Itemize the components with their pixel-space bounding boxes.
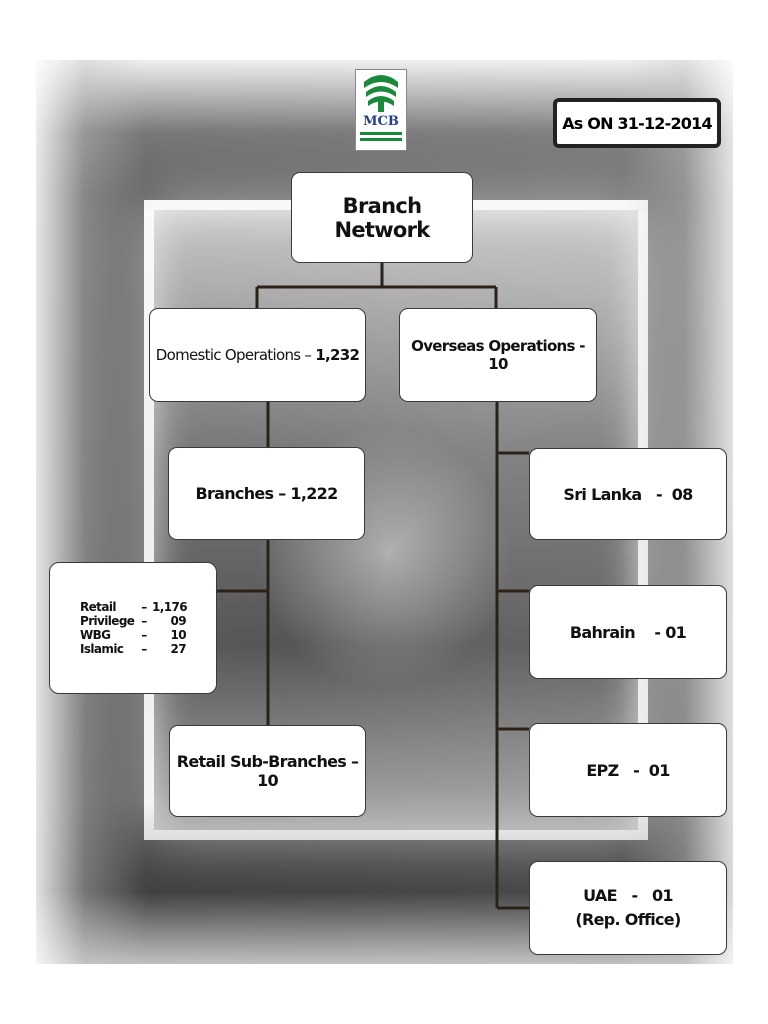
domestic-operations-label: Domestic Operations – [155, 346, 316, 364]
uae-label: UAE - 01 [583, 886, 673, 905]
logo-rule [360, 132, 402, 135]
breakdown-name: Privilege [80, 614, 135, 628]
uae-box: UAE - 01 (Rep. Office) [529, 861, 727, 955]
breakdown-value: 10 [170, 628, 187, 642]
domestic-operations-value: 1,232 [315, 346, 360, 364]
retail-sub-branches-box: Retail Sub-Branches – 10 [169, 725, 366, 817]
mcb-emblem-icon [364, 75, 398, 112]
uae-sublabel: (Rep. Office) [575, 910, 681, 929]
breakdown-value: 1,176 [152, 600, 188, 614]
breakdown-value: 09 [170, 614, 187, 628]
breakdown-name: Islamic [80, 642, 124, 656]
epz-label: EPZ - 01 [586, 760, 670, 780]
branches-box: Branches – 1,222 [168, 447, 365, 540]
breakdown-dash: – [141, 642, 147, 656]
domestic-operations-text: Domestic Operations – 1,232 [156, 346, 360, 364]
domestic-operations-box: Domestic Operations – 1,232 [149, 308, 366, 402]
breakdown-dash: – [141, 628, 147, 642]
breakdown-dash: – [141, 600, 147, 614]
date-label-box: As ON 31-12-2014 [553, 98, 721, 148]
breakdown-dash: – [141, 614, 147, 628]
bahrain-label: Bahrain - 01 [569, 622, 687, 642]
breakdown-name: Retail [80, 600, 116, 614]
mcb-logo-text: MCB [363, 114, 399, 129]
overseas-operations-box: Overseas Operations - 10 [399, 308, 597, 402]
retail-sub-branches-label: Retail Sub-Branches – 10 [176, 752, 359, 790]
bahrain-box: Bahrain - 01 [529, 585, 727, 679]
root-node-box: Branch Network [291, 172, 473, 263]
sri-lanka-box: Sri Lanka - 08 [529, 448, 727, 540]
branches-label: Branches – 1,222 [195, 484, 338, 503]
date-label: As ON 31-12-2014 [562, 113, 712, 133]
sri-lanka-label: Sri Lanka - 08 [563, 484, 693, 504]
logo-rule-2 [360, 138, 402, 141]
overseas-operations-label: Overseas Operations - 10 [411, 337, 585, 373]
mcb-logo: MCB [355, 69, 407, 151]
root-node-label: Branch Network [334, 193, 430, 242]
epz-box: EPZ - 01 [529, 723, 727, 817]
breakdown-value: 27 [170, 642, 187, 656]
breakdown-name: WBG [80, 628, 111, 642]
